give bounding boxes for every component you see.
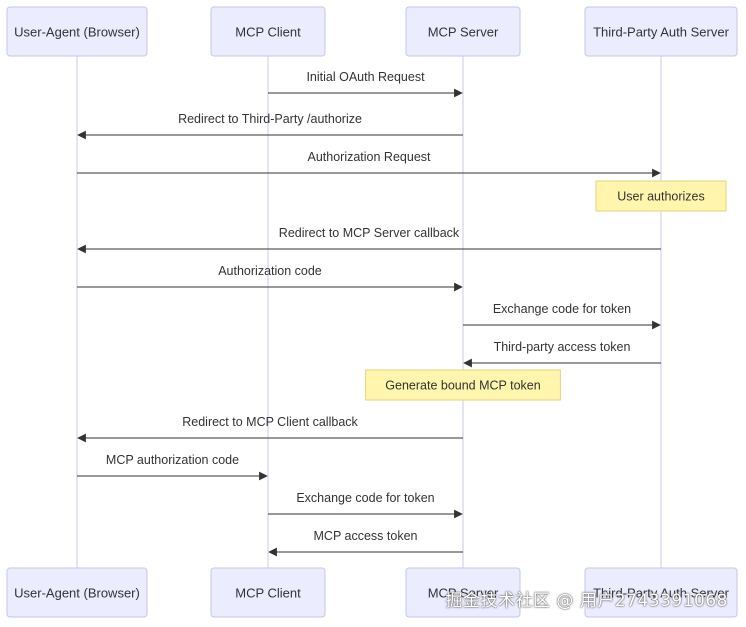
actor-label-auth-top: Third-Party Auth Server <box>593 25 729 40</box>
actor-box-ua-top <box>6 6 148 57</box>
actor-box-ua-bottom <box>6 567 148 618</box>
actors-bottom: User-Agent (Browser) MCP Client MCP Server… <box>6 567 738 618</box>
actor-box-server-bottom <box>405 567 521 618</box>
actor-box-client-bottom <box>210 567 326 618</box>
actor-label-ua-bottom: User-Agent (Browser) <box>14 586 140 601</box>
actors-top: User-Agent (Browser) MCP Client MCP Server… <box>6 6 738 57</box>
message-label-4: Redirect to MCP Server callback <box>279 226 460 240</box>
actor-label-server-top: MCP Server <box>428 25 499 40</box>
note-label-8: Generate bound MCP token <box>385 379 540 393</box>
note-box-8 <box>365 369 561 401</box>
message-label-9: Redirect to MCP Client callback <box>182 415 358 429</box>
message-label-12: MCP access token <box>314 529 418 543</box>
message-label-10: MCP authorization code <box>106 453 239 467</box>
actor-label-client-top: MCP Client <box>235 25 301 40</box>
watermark: 掘金技术社区 @ 用户2743391068 <box>445 591 728 611</box>
actor-label-auth-bottom: Third-Party Auth Server <box>593 586 729 601</box>
message-label-2: Authorization Request <box>308 150 432 164</box>
actor-label-ua-top: User-Agent (Browser) <box>14 25 140 40</box>
actor-box-auth-bottom <box>584 567 738 618</box>
message-label-7: Third-party access token <box>494 340 631 354</box>
actor-box-server-top <box>405 6 521 57</box>
message-label-6: Exchange code for token <box>493 302 631 316</box>
message-label-5: Authorization code <box>218 264 322 278</box>
note-label-3: User authorizes <box>617 190 705 204</box>
actor-label-server-bottom: MCP Server <box>428 586 499 601</box>
actor-box-client-top <box>210 6 326 57</box>
note-box-3 <box>595 180 727 212</box>
message-label-0: Initial OAuth Request <box>306 70 425 84</box>
message-label-1: Redirect to Third-Party /authorize <box>178 112 362 126</box>
message-label-11: Exchange code for token <box>296 491 434 505</box>
lifelines <box>76 56 662 568</box>
actor-box-auth-top <box>584 6 738 57</box>
actor-label-client-bottom: MCP Client <box>235 586 301 601</box>
